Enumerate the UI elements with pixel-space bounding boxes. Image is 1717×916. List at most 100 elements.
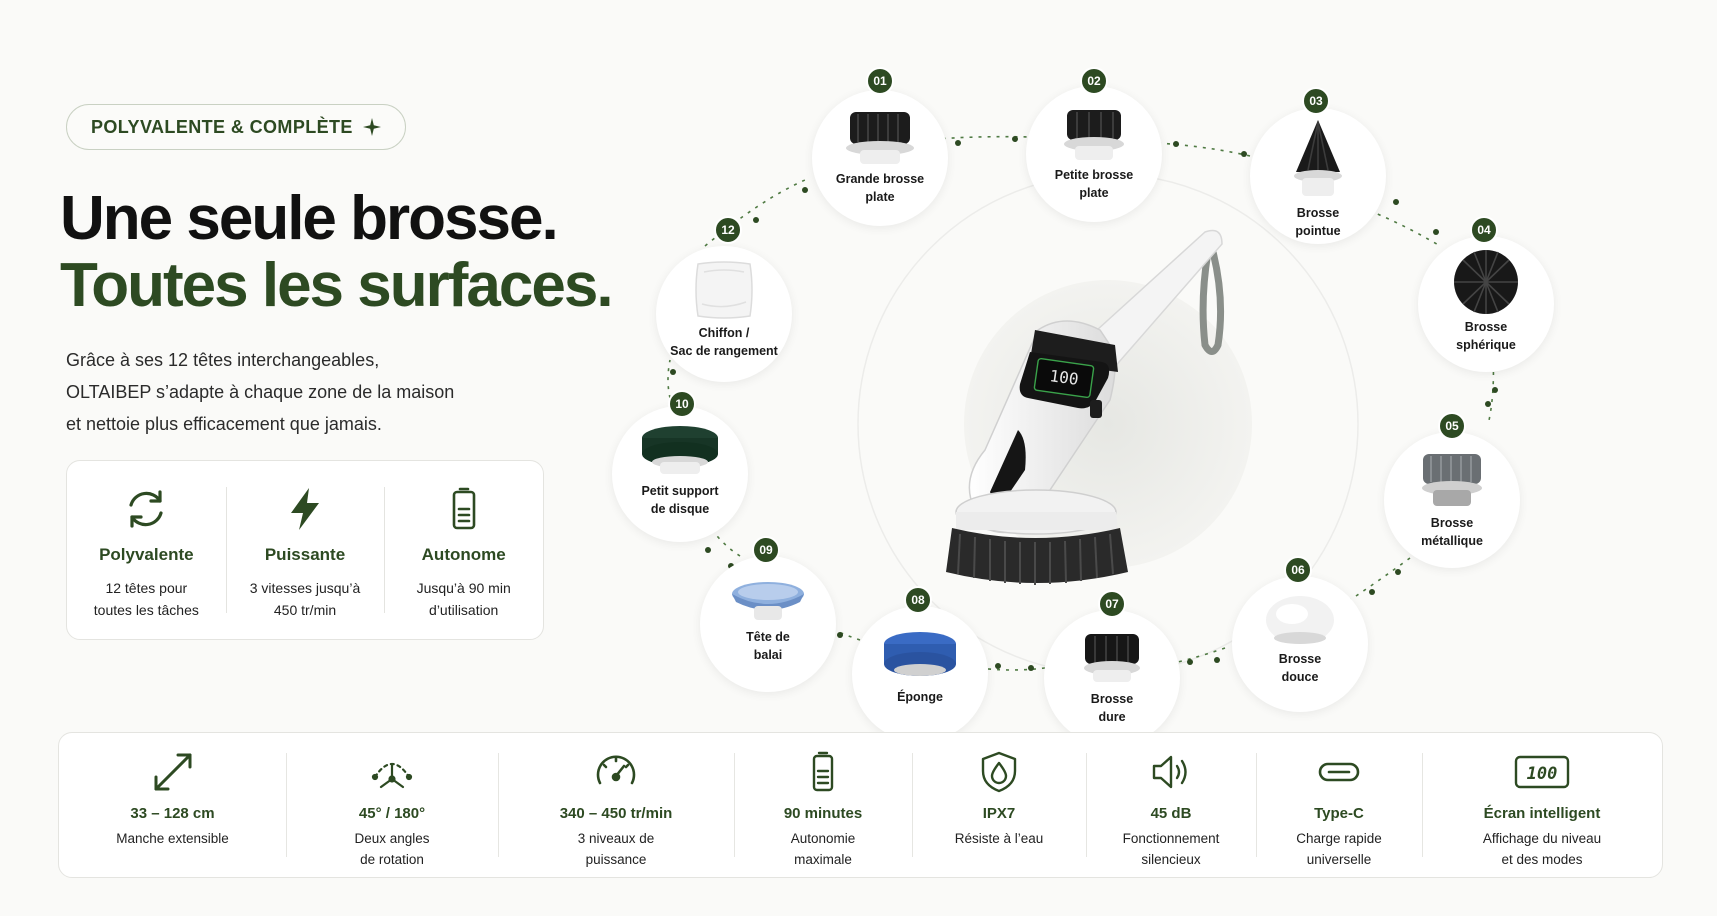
- spec-desc: Charge rapide universelle: [1264, 828, 1414, 870]
- head-item-12: Chiffon / Sac de rangement: [656, 246, 792, 382]
- head-label: Brosse pointue: [1258, 204, 1378, 240]
- feature-desc-line: 450 tr/min: [273, 602, 337, 618]
- intro-paragraph: Grâce à ses 12 têtes interchangeables, O…: [66, 344, 536, 440]
- spec-desc-line: Autonomie: [790, 831, 856, 846]
- product-device: 100: [946, 229, 1225, 585]
- head-label: Grande brosse plate: [820, 170, 940, 206]
- head-number-09: 09: [752, 536, 780, 564]
- spec-desc-line: Affichage du niveau: [1482, 831, 1602, 846]
- spec-speed: 340 – 450 tr/min 3 niveaux de puissance: [498, 733, 734, 877]
- head-number-01: 01: [866, 67, 894, 95]
- head-item-07: Brosse dure: [1044, 610, 1180, 746]
- head-label-line: Chiffon /: [698, 326, 750, 340]
- battery-icon: [452, 487, 475, 530]
- head-label-line: Grande brosse: [835, 172, 925, 186]
- head-label: Petite brosse plate: [1034, 166, 1154, 202]
- head-label-line: plate: [1079, 186, 1109, 200]
- head-label-line: Petit support: [641, 484, 719, 498]
- spec-desc-line: Fonctionnement: [1122, 831, 1220, 846]
- spec-desc-line: Résiste à l’eau: [954, 831, 1044, 846]
- head-item-02: Petite brosse plate: [1026, 86, 1162, 222]
- head-label-line: Brosse: [1278, 652, 1322, 666]
- connector-dots: [670, 136, 1498, 671]
- spec-desc: Fonctionnement silencieux: [1096, 828, 1246, 870]
- headline-line-2: Toutes les surfaces.: [60, 251, 614, 320]
- spec-title: 33 – 128 cm: [130, 805, 215, 822]
- feature-polyvalente: Polyvalente 12 têtes pour toutes les tâc…: [67, 461, 226, 639]
- head-label-line: de disque: [650, 502, 710, 516]
- device-display-text: 100: [1048, 366, 1079, 389]
- spec-desc-line: Manche extensible: [116, 831, 229, 846]
- spec-charging: Type-C Charge rapide universelle: [1256, 733, 1422, 877]
- head-item-05: Brosse métallique: [1384, 432, 1520, 568]
- category-badge: POLYVALENTE & COMPLÈTE: [66, 104, 406, 150]
- shield-drop-icon: [981, 751, 1017, 793]
- spec-bar: 33 – 128 cm Manche extensible 45° / 180°…: [58, 732, 1663, 878]
- spec-title: Écran intelligent: [1483, 805, 1601, 822]
- screen-icon-text: 100: [1527, 764, 1558, 784]
- head-number-07: 07: [1098, 590, 1126, 618]
- head-label: Brosse douce: [1240, 650, 1360, 686]
- spec-desc: Affichage du niveau et des modes: [1467, 828, 1617, 870]
- head-number-12: 12: [714, 216, 742, 244]
- spec-desc-line: universelle: [1306, 852, 1372, 867]
- head-label: Brosse dure: [1052, 690, 1172, 726]
- head-label-line: balai: [753, 648, 783, 662]
- head-label-line: plate: [865, 190, 895, 204]
- head-label-line: Brosse: [1430, 516, 1474, 530]
- spec-title: IPX7: [982, 805, 1016, 822]
- head-label-line: Éponge: [897, 690, 943, 704]
- usb-c-icon: [1318, 762, 1360, 782]
- green-disc-image: [642, 426, 718, 474]
- spec-desc-line: Charge rapide: [1296, 831, 1382, 846]
- head-label-line: Brosse: [1464, 320, 1508, 334]
- spec-noise: 45 dB Fonctionnement silencieux: [1086, 733, 1256, 877]
- spec-desc-line: Deux angles: [354, 831, 430, 846]
- refresh-icon: [129, 490, 163, 528]
- head-label: Brosse sphérique: [1426, 318, 1546, 354]
- spec-title: 45 dB: [1150, 805, 1192, 822]
- head-number-10: 10: [668, 390, 696, 418]
- blue-sponge-image: [884, 632, 956, 676]
- feature-desc-line: d’utilisation: [429, 602, 499, 618]
- spec-desc: Autonomie maximale: [748, 828, 898, 870]
- intro-line-1: Grâce à ses 12 têtes interchangeables,: [66, 350, 380, 370]
- head-label-line: dure: [1098, 710, 1126, 724]
- sparkle-icon: [362, 118, 381, 136]
- intro-line-3: et nettoie plus efficacement que jamais.: [66, 414, 382, 434]
- head-item-03: Brosse pointue: [1250, 108, 1386, 244]
- feature-card: Polyvalente 12 têtes pour toutes les tâc…: [66, 460, 544, 640]
- spec-screen: 100 Écran intelligent Affichage du nivea…: [1422, 733, 1662, 877]
- feature-desc-line: 12 têtes pour: [105, 580, 188, 596]
- head-label-line: sphérique: [1456, 338, 1516, 352]
- battery-icon: [812, 751, 834, 792]
- intro-line-2: OLTAIBEP s’adapte à chaque zone de la ma…: [66, 382, 455, 402]
- cone-black-brush-image: [1294, 120, 1342, 196]
- head-label-line: Sac de rangement: [670, 344, 778, 358]
- lightning-icon: [291, 488, 319, 530]
- feature-title: Polyvalente: [99, 545, 194, 564]
- head-label: Brosse métallique: [1392, 514, 1512, 550]
- head-number-02: 02: [1080, 67, 1108, 95]
- spec-desc: 3 niveaux de puissance: [541, 828, 691, 870]
- head-label-line: Petite brosse: [1054, 168, 1134, 182]
- head-label: Petit support de disque: [620, 482, 740, 518]
- spec-desc: Manche extensible: [98, 828, 248, 849]
- white-soft-brush-image: [1266, 596, 1334, 644]
- spec-desc-line: silencieux: [1141, 852, 1201, 867]
- small-black-brush-image: [1064, 110, 1124, 160]
- feature-desc: Jusqu’à 90 min d’utilisation: [399, 577, 529, 621]
- grey-brush-image: [1422, 454, 1482, 506]
- spec-title: 90 minutes: [783, 805, 863, 822]
- head-item-10: Petit support de disque: [612, 406, 748, 542]
- spec-desc-line: de rotation: [360, 852, 424, 867]
- spec-title: Type-C: [1314, 805, 1364, 822]
- blue-mop-image: [732, 582, 804, 620]
- spec-desc-line: maximale: [794, 852, 852, 867]
- spec-title: 340 – 450 tr/min: [559, 805, 673, 822]
- spec-desc-line: et des modes: [1501, 852, 1583, 867]
- spec-waterproof: IPX7 Résiste à l’eau: [912, 733, 1086, 877]
- head-label: Tête de balai: [708, 628, 828, 664]
- feature-desc-line: 3 vitesses jusqu’à: [249, 580, 361, 596]
